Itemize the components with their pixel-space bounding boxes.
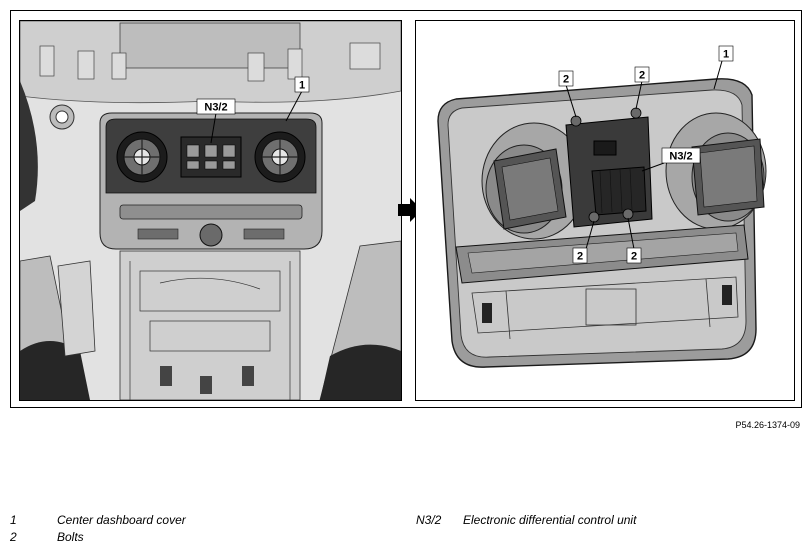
control-unit-n3-2: [565, 116, 653, 228]
callout-cover-left: 1: [299, 80, 305, 92]
bolt-top-left: [570, 115, 582, 127]
legend-key: 1: [10, 513, 17, 527]
callout-unit-left: N3/2: [204, 102, 227, 114]
legend-text: Bolts: [57, 530, 84, 544]
callout-unit-right: N3/2: [669, 151, 692, 163]
left-vent: [116, 131, 168, 183]
legend-text: Electronic differential control unit: [463, 513, 637, 527]
legend-text: Center dashboard cover: [57, 513, 186, 527]
legend-item: 1 Center dashboard cover: [10, 513, 270, 529]
legend-key: N3/2: [416, 513, 442, 527]
callout-bolt-top-left: 2: [563, 74, 569, 86]
left-vent-housing: [481, 122, 587, 240]
callout-bolt-bottom-right: 2: [631, 251, 637, 263]
removed-view-illustration: 2 2 1 N3/2 2 2: [416, 21, 794, 400]
callout-bolt-bottom-left: 2: [577, 251, 583, 263]
callout-cover-right: 1: [723, 49, 729, 61]
bolt-bottom-right: [622, 208, 634, 220]
right-vent: [254, 131, 306, 183]
legend-item: N3/2 Electronic differential control uni…: [416, 513, 706, 529]
callout-bolt-top-right: 2: [639, 70, 645, 82]
installed-view-illustration: 1 N3/2: [20, 21, 401, 400]
legend-item: 2 Bolts: [10, 530, 270, 546]
bolt-bottom-left: [588, 211, 600, 223]
removed-view-panel: 2 2 1 N3/2 2 2: [415, 20, 795, 401]
right-vent-housing: [665, 112, 767, 230]
bolt-top-right: [630, 107, 642, 119]
legend-key: 2: [10, 530, 17, 544]
installed-view-panel: 1 N3/2: [19, 20, 402, 401]
figure-frame: 1 N3/2: [10, 10, 802, 408]
reference-code: P54.26-1374-09: [735, 420, 800, 430]
